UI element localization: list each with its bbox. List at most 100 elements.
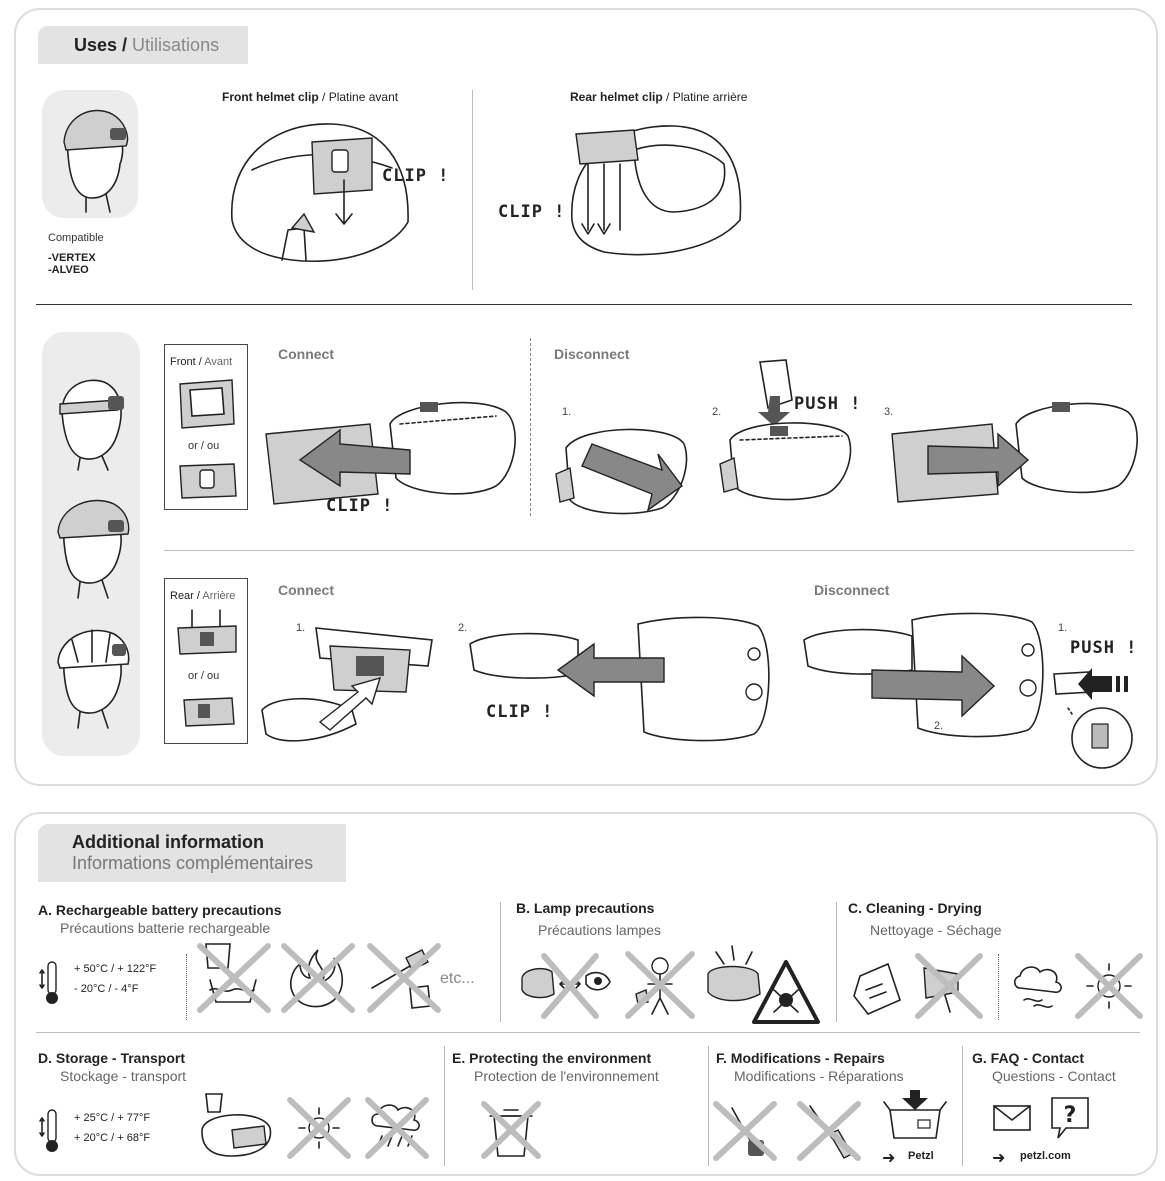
front-push-callout: PUSH ! (794, 394, 862, 414)
front-connect-heading: Connect (278, 346, 334, 362)
no-rain-storage-icon (365, 1097, 429, 1159)
return-to-petzl-box-icon (883, 1090, 947, 1139)
section-f-heading: F. Modifications - Repairs (716, 1050, 885, 1066)
front-box-en: Front (170, 356, 196, 368)
section-f-subheading: Modifications - Réparations (734, 1068, 904, 1084)
faq-question-icon[interactable]: ? (1050, 1096, 1090, 1140)
headband-head-icon (59, 379, 124, 471)
front-connect-illustration (265, 401, 516, 505)
front-helmet-clip-caption: Front helmet clip / Platine avant (222, 90, 399, 104)
rear-clip-callout: CLIP ! (498, 202, 566, 222)
front-clip-en: Front helmet clip (222, 90, 319, 104)
rear-connect-heading: Connect (278, 582, 334, 598)
front-disconnect-step-3-illustration (891, 402, 1138, 503)
rear-connect-clip-callout: CLIP ! (486, 702, 554, 722)
info-horizontal-rule (36, 1032, 1140, 1033)
rear-mount-box (164, 578, 248, 744)
section-a-subheading: Précautions batterie rechargeable (60, 920, 271, 936)
petzl-com-link[interactable]: petzl.com (1020, 1150, 1071, 1162)
svg-text:?: ? (1064, 1103, 1077, 1128)
front-disconnect-heading: Disconnect (554, 346, 630, 362)
no-fire-icon (281, 943, 355, 1013)
email-envelope-icon[interactable] (992, 1104, 1032, 1132)
section-g-heading: G. FAQ - Contact (972, 1050, 1084, 1066)
front-helmet-illustration (231, 123, 409, 263)
rear-box-en: Rear (170, 590, 194, 602)
rear-connect-step-2: 2. (458, 622, 468, 634)
rear-disconnect-heading: Disconnect (814, 582, 890, 598)
front-disconnect-step-1-illustration (555, 428, 688, 515)
storage-temp-high: + 25°C / + 77°F (74, 1112, 151, 1124)
section-a-heading: A. Rechargeable battery precautions (38, 902, 282, 918)
info-title-tab: Additional information Informations comp… (38, 824, 346, 882)
rear-disconnect-step-1: 1. (1058, 622, 1068, 634)
section-d-subheading: Stockage - transport (60, 1068, 187, 1084)
rear-push-callout: PUSH ! (1070, 638, 1138, 658)
rear-helmet-illustration (571, 125, 742, 256)
petzl-com-arrow-icon: ➜ (992, 1150, 1006, 1167)
section-c-dotted-divider (998, 954, 999, 1020)
uses-horizontal-rule (36, 304, 1132, 305)
section-ab-divider (500, 902, 501, 1022)
front-connect-disconnect-divider (530, 338, 531, 516)
uses-title-sep: / (117, 35, 133, 55)
helmet-head-icon (63, 109, 129, 213)
front-clip-fr: Platine avant (328, 90, 399, 104)
uses-title-en: Uses (74, 35, 118, 55)
uses-top-divider (472, 90, 473, 290)
air-dry-icon (1013, 966, 1062, 1008)
battery-temp-low: - 20°C / - 4°F (74, 983, 139, 995)
rear-clip-fr: Platine arrière (672, 90, 748, 104)
rear-disconnect-step-2: 2. (934, 720, 944, 732)
stored-headlamp-icon (201, 1093, 272, 1157)
no-hair-dryer-icon (915, 953, 983, 1019)
rear-clip-en: Rear helmet clip (570, 90, 663, 104)
front-mount-option-1-icon (179, 379, 235, 429)
info-title-en: Additional information (72, 832, 264, 852)
section-d-heading: D. Storage - Transport (38, 1050, 186, 1066)
rear-helmet-clip-caption: Rear helmet clip / Platine arrière (570, 90, 748, 104)
compatible-label: Compatible (48, 232, 104, 244)
no-crushing-icon (367, 943, 441, 1013)
rear-connect-step-1-illustration (261, 627, 433, 742)
section-e-heading: E. Protecting the environment (452, 1050, 652, 1066)
section-ef-divider (708, 1046, 709, 1166)
front-or-label: or / ou (188, 440, 220, 452)
uses-panel: Uses / Utilisations Compatible -VERTEX -… (14, 8, 1158, 786)
compatible-model-alveo: -ALVEO (48, 264, 89, 276)
section-fg-divider (962, 1046, 963, 1166)
section-c-subheading: Nettoyage - Séchage (870, 922, 1002, 938)
rear-connect-step-2-illustration (469, 616, 770, 742)
storage-thermometer-icon (39, 1109, 58, 1152)
section-b-subheading: Précautions lampes (538, 922, 661, 938)
no-sun-drying-icon (1075, 953, 1143, 1019)
front-mount-option-2-icon (179, 463, 237, 499)
uses-title-fr: Utilisations (132, 35, 220, 55)
compatible-model-vertex: -VERTEX (48, 252, 96, 264)
front-mount-box (164, 344, 248, 510)
rear-box-fr: Arrière (202, 590, 236, 602)
rear-or-label: or / ou (188, 670, 220, 682)
vertex-helmet-head-icon (57, 499, 130, 599)
rear-mount-label: Rear / Arrière (170, 590, 236, 602)
thermometer-icon (39, 961, 58, 1004)
front-connect-clip-callout: CLIP ! (326, 496, 394, 516)
section-e-subheading: Protection de l'environnement (474, 1068, 659, 1084)
front-rear-divider (164, 550, 1134, 551)
front-disconnect-step-2: 2. (712, 406, 722, 418)
no-sun-storage-icon (287, 1097, 351, 1159)
section-a-dotted-divider (186, 954, 187, 1020)
section-b-heading: B. Lamp precautions (516, 900, 655, 916)
additional-info-panel: Additional information Informations comp… (14, 812, 1158, 1176)
no-trash-disposal-icon (481, 1101, 541, 1159)
storage-temp-low: + 20°C / + 68°F (74, 1132, 151, 1144)
front-mount-label: Front / Avant (170, 356, 233, 368)
front-box-fr: Avant (204, 356, 233, 368)
petzl-arrow-icon: ➜ (882, 1150, 896, 1167)
info-title-fr: Informations complémentaires (72, 853, 314, 873)
no-immersion-icon (197, 943, 271, 1013)
section-bc-divider (836, 902, 837, 1022)
front-disconnect-step-3: 3. (884, 406, 894, 418)
rear-mount-option-2-icon (183, 697, 235, 727)
uses-title-tab: Uses / Utilisations (38, 26, 248, 64)
